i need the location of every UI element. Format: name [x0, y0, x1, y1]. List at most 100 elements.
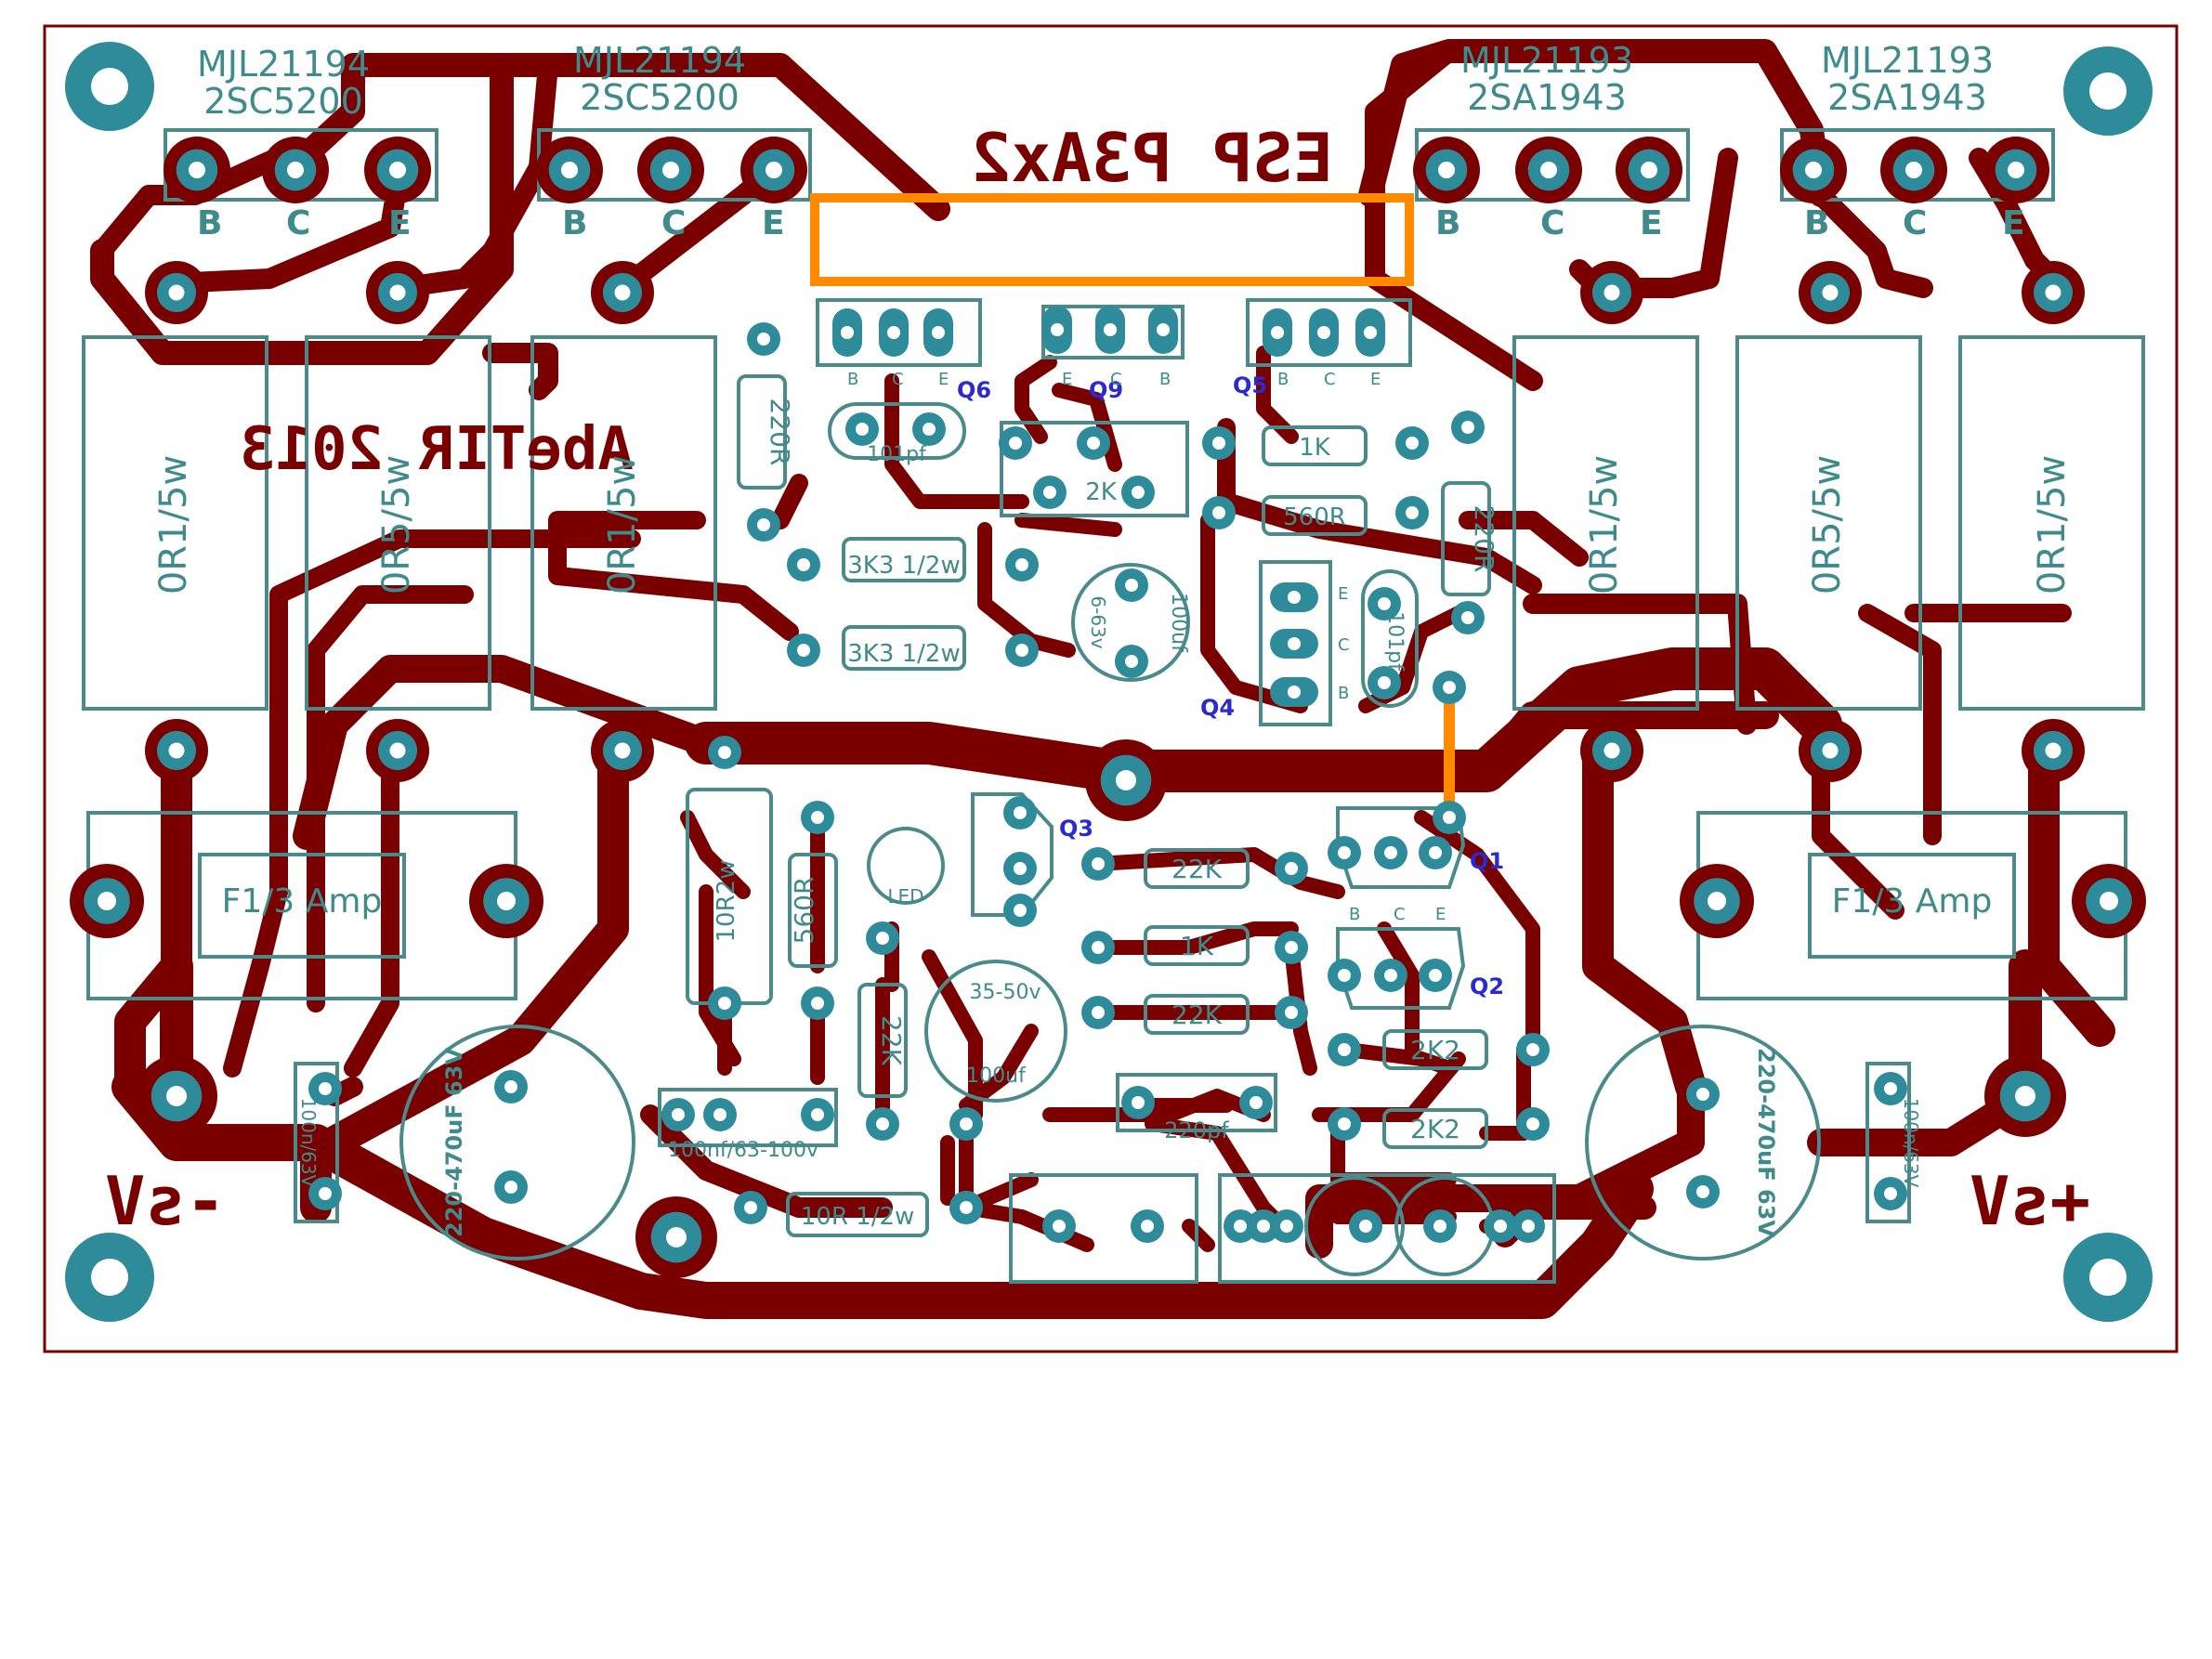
pad-hole — [1438, 162, 1455, 178]
pad-hole — [2008, 162, 2024, 178]
resistor-outline — [842, 537, 966, 582]
svg-text:E: E — [1370, 370, 1381, 389]
resistor-outline — [1735, 335, 1922, 711]
power-resistor-label: 0R1/5w — [152, 455, 195, 594]
svg-text:C: C — [286, 204, 310, 242]
pad-hole — [672, 1108, 685, 1121]
board-author: AbeTIR 2013 — [240, 415, 634, 484]
transistor-outline — [1259, 560, 1332, 726]
svg-text:E: E — [938, 370, 949, 389]
pad-hole — [931, 325, 946, 340]
fuse-label: F1/3 Amp — [222, 882, 383, 921]
power-resistor-label: 0R1/5w — [601, 455, 644, 594]
resistor-outline — [857, 983, 908, 1098]
pad-hole — [1461, 611, 1474, 624]
pad-hole — [1116, 770, 1136, 790]
cap-label: 100n/63V — [297, 1098, 320, 1188]
trimmer-outline — [1000, 421, 1189, 517]
cap-outline — [1116, 1073, 1277, 1132]
cap-label: 220-470uF 63V — [1753, 1048, 1779, 1237]
pad-hole — [1092, 941, 1105, 954]
pad-hole — [1884, 1082, 1897, 1095]
svg-text:E: E — [1062, 370, 1072, 389]
pad-hole — [189, 162, 205, 178]
pad-hole — [98, 892, 116, 910]
resistor-label: 10R 1/2w — [801, 1203, 915, 1231]
cap-outline — [1585, 1025, 1821, 1261]
pad-hole — [1316, 325, 1331, 340]
cap-label: 100uf — [966, 1065, 1027, 1088]
resistor-label: 3K3 1/2w — [847, 552, 961, 580]
resistor-label: 560R — [789, 877, 819, 945]
svg-text:E: E — [2002, 204, 2025, 242]
transistor-alt-label: 2SC5200 — [203, 81, 363, 122]
cap-label: 100uf — [1167, 593, 1190, 653]
pad-hole — [497, 892, 516, 910]
pad-hole — [744, 1201, 757, 1214]
svg-text:E: E — [1338, 584, 1348, 604]
pad-hole — [1526, 1117, 1539, 1130]
pad-hole — [2045, 742, 2061, 759]
pad-hole — [1285, 1006, 1298, 1019]
resistor-label: 10R2w — [713, 860, 740, 943]
pad-hole — [766, 162, 782, 178]
pad-hole — [1406, 506, 1419, 519]
power-resistor-label: 0R5/5w — [375, 455, 418, 594]
pad-hole — [666, 1227, 687, 1248]
svg-text:C: C — [1540, 204, 1564, 242]
pad-hole — [1257, 1220, 1270, 1233]
cap-label: 100n/63V — [1900, 1098, 1922, 1188]
pad-hole — [1905, 162, 1922, 178]
pad-hole — [960, 1201, 973, 1214]
pad-hole — [757, 518, 770, 531]
designator-q3: Q3 — [1059, 816, 1093, 842]
pad-hole — [1103, 322, 1118, 337]
fuse-outline — [198, 853, 406, 959]
pad-hole — [166, 1086, 187, 1106]
pad-hole — [1053, 1220, 1066, 1233]
cap-outline — [658, 1088, 838, 1147]
svg-text:B: B — [562, 204, 587, 242]
pad-hole — [1212, 506, 1225, 519]
resistor-outline — [82, 335, 268, 711]
pad-hole — [1540, 162, 1557, 178]
pad-hole — [1287, 590, 1302, 605]
power-resistor-label: 0R1/5w — [2031, 455, 2074, 594]
cap-outline — [1361, 569, 1419, 708]
pad-hole — [1443, 681, 1456, 694]
pad-hole — [2045, 284, 2061, 301]
pad-hole — [168, 284, 185, 301]
svg-text:E: E — [1435, 905, 1446, 924]
designator-q1: Q1 — [1470, 848, 1504, 874]
cap-label: 100nf/63-100v — [668, 1139, 818, 1162]
pad-hole — [1378, 676, 1391, 689]
svg-text:B: B — [1338, 684, 1349, 703]
transistor-outline — [1246, 298, 1412, 367]
resistor-outline — [1262, 495, 1368, 536]
resistor-outline — [1144, 994, 1250, 1035]
pad-hole — [797, 558, 810, 571]
pad-hole — [840, 325, 855, 340]
svg-text:E: E — [1640, 204, 1663, 242]
pad-hole — [2100, 892, 2118, 910]
transistor-label: MJL21194 — [573, 40, 746, 81]
pad-hole — [1015, 558, 1028, 571]
pad-hole — [856, 423, 869, 436]
resistor-outline — [788, 853, 838, 968]
pad-hole — [389, 284, 406, 301]
pad-hole — [1280, 1220, 1293, 1233]
transistor-label: MJL21193 — [1821, 40, 1994, 81]
resistor-outline — [530, 335, 717, 711]
resistor-outline — [737, 374, 787, 490]
pad-hole — [1234, 1220, 1247, 1233]
pad-hole — [1884, 1187, 1897, 1200]
svg-text:C: C — [1903, 204, 1927, 242]
pad-hole — [1522, 1220, 1535, 1233]
pad-hole — [1014, 904, 1027, 917]
trimmer-label: 2K — [1085, 478, 1118, 506]
pad-hole — [1014, 862, 1027, 875]
designator-q9: Q9 — [1089, 377, 1123, 403]
transistor-alt-label: 2SC5200 — [580, 77, 740, 118]
cap-label: 101pf — [867, 443, 927, 466]
